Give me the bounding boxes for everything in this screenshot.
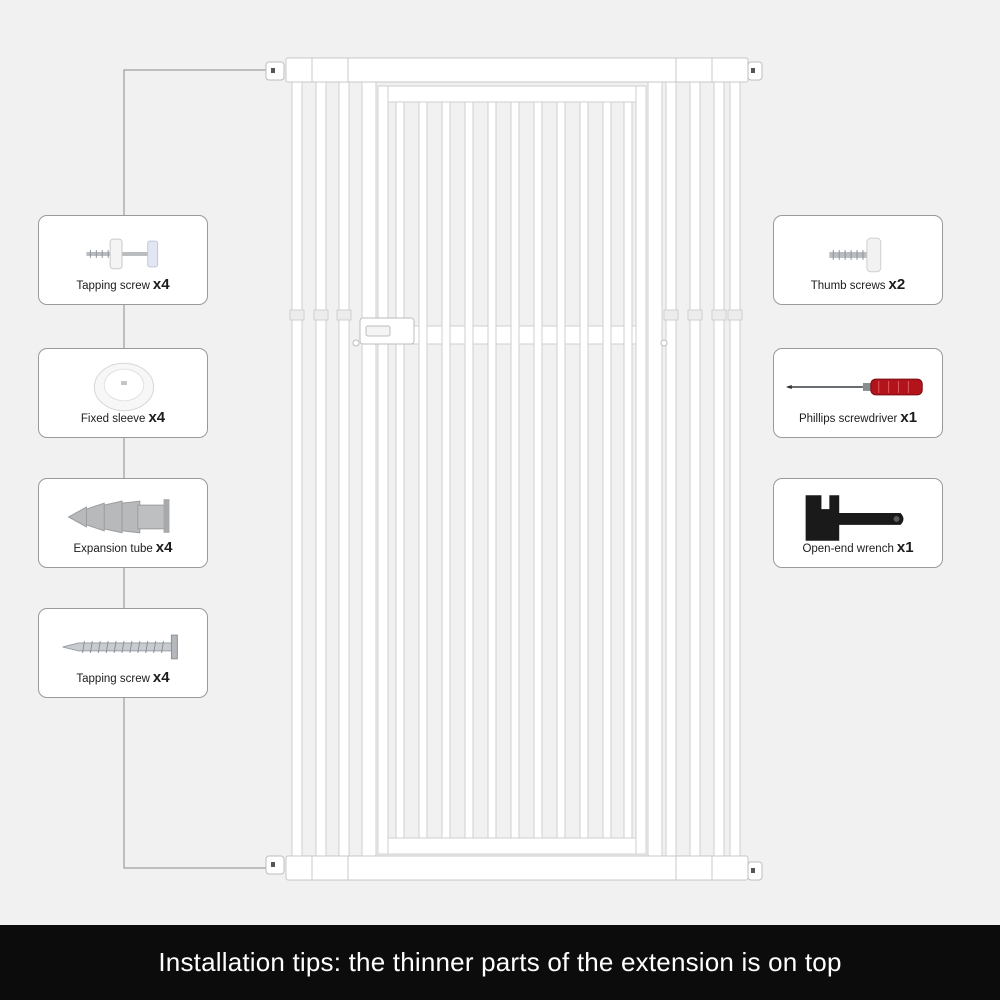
installation-tip-text: Installation tips: the thinner parts of … [158,947,842,977]
door-stile-right [635,85,647,855]
extension-bar [315,81,327,858]
open-end-wrench-icon [805,495,904,541]
tapping-screw-anchor-icon [86,238,159,270]
item-quantity: x4 [152,276,170,293]
door-stile-left [377,85,389,855]
door-bottom-rail [379,837,646,855]
gate-post-right [647,81,663,858]
extension-bar [689,81,701,858]
extension-bar [338,81,350,858]
top-rail [285,57,749,83]
item-quantity: x4 [148,409,166,426]
latch-mechanism [352,317,668,347]
item-name: Expansion tube [73,543,153,555]
connector-line [123,69,268,869]
door-top-rail [379,85,646,103]
extension-bar [665,81,677,858]
item-name: Phillips screwdriver [798,413,898,425]
thumb-screw-icon [829,237,882,273]
extension-bar [713,81,725,858]
item-quantity: x2 [888,276,906,293]
pet-gate-illustration [123,57,763,881]
gate-post-left [361,81,377,858]
item-name: Open-end wrench [802,543,894,555]
item-quantity: x4 [155,539,173,556]
tapping-screw-icon [62,634,178,660]
item-name: Thumb screws [810,280,886,292]
phillips-screwdriver-icon [785,378,923,396]
fixed-sleeve-cup-icon [93,362,155,412]
item-quantity: x4 [152,669,170,686]
item-quantity: x1 [900,409,918,426]
item-name: Fixed sleeve [80,413,146,425]
item-quantity: x1 [896,539,914,556]
extension-bar [729,81,741,858]
expansion-tube-icon [67,499,170,534]
item-name: Tapping screw [76,280,150,292]
extension-bar [291,81,303,858]
item-name: Tapping screw [76,673,150,685]
installation-tip-banner: Installation tips: the thinner parts of … [0,925,1000,1000]
bottom-rail [285,855,749,881]
